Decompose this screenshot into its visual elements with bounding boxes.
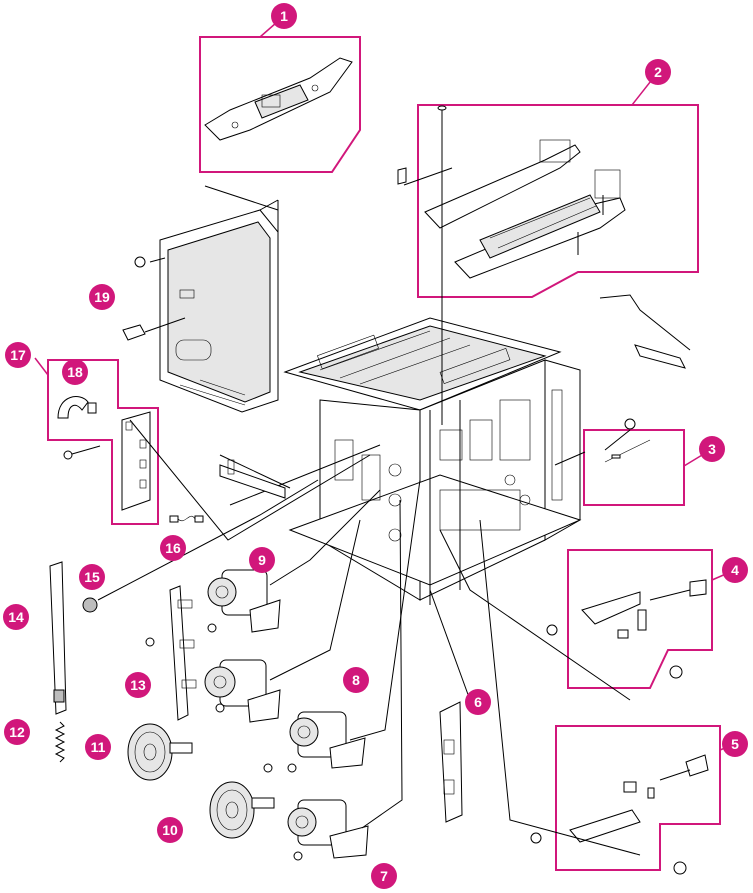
callout-19: 19 (89, 284, 115, 310)
gear-unit-8 (264, 712, 365, 772)
right-cable (600, 295, 690, 368)
callout-13: 13 (125, 672, 151, 698)
formatter-panel (135, 186, 278, 412)
part-6-rail (440, 702, 462, 822)
svg-text:2: 2 (654, 64, 662, 80)
part-10-gear (210, 782, 274, 838)
callout-15: 15 (79, 564, 105, 590)
svg-text:16: 16 (165, 540, 181, 556)
part-4-latch (547, 580, 706, 678)
part-15-knob (83, 480, 318, 612)
svg-text:8: 8 (352, 672, 360, 688)
main-chassis (285, 318, 580, 605)
callout-2: 2 (645, 59, 671, 85)
callout-10: 10 (157, 817, 183, 843)
part-16-connector (170, 516, 203, 522)
part-14-lever (50, 562, 66, 714)
svg-text:11: 11 (91, 739, 106, 755)
group-box-5 (556, 726, 720, 870)
guide-bracket (220, 460, 285, 498)
callout-1: 1 (271, 3, 297, 29)
svg-text:9: 9 (258, 552, 266, 568)
part-1-sensor-arm (205, 58, 352, 140)
svg-text:18: 18 (67, 364, 83, 380)
part-18-cable (58, 397, 96, 418)
screw-left (64, 446, 100, 459)
callout-8: 8 (343, 667, 369, 693)
callout-11: 11 (85, 734, 111, 760)
svg-text:15: 15 (84, 569, 100, 585)
part-13-bracket (146, 586, 196, 720)
svg-text:1: 1 (280, 8, 288, 24)
callout-6: 6 (465, 689, 491, 715)
callout-18: 18 (62, 359, 88, 385)
gear-unit-lower (205, 660, 280, 722)
callout-4: 4 (722, 557, 748, 583)
part-2-upper-rail (425, 140, 625, 278)
part-11-gear (128, 724, 192, 780)
gear-unit-7 (288, 800, 368, 860)
svg-text:14: 14 (8, 609, 24, 625)
svg-text:19: 19 (94, 289, 110, 305)
svg-text:5: 5 (731, 736, 739, 752)
callout-16: 16 (160, 535, 186, 561)
callout-14: 14 (3, 604, 29, 630)
callout-12: 12 (4, 719, 30, 745)
svg-text:13: 13 (130, 677, 146, 693)
svg-text:17: 17 (10, 347, 26, 363)
svg-text:6: 6 (474, 694, 482, 710)
gear-unit-9 (208, 570, 280, 632)
callout-9: 9 (249, 547, 275, 573)
part-5-latch (531, 755, 708, 874)
svg-text:7: 7 (380, 868, 388, 884)
callout-7: 7 (371, 863, 397, 889)
svg-text:3: 3 (708, 441, 716, 457)
svg-text:10: 10 (162, 822, 178, 838)
part-12-spring (56, 722, 64, 762)
callout-3: 3 (699, 436, 725, 462)
callout-5: 5 (722, 731, 748, 757)
group-box-3 (584, 430, 684, 505)
svg-text:12: 12 (9, 724, 25, 740)
callout-17: 17 (5, 342, 31, 368)
svg-text:4: 4 (731, 562, 739, 578)
